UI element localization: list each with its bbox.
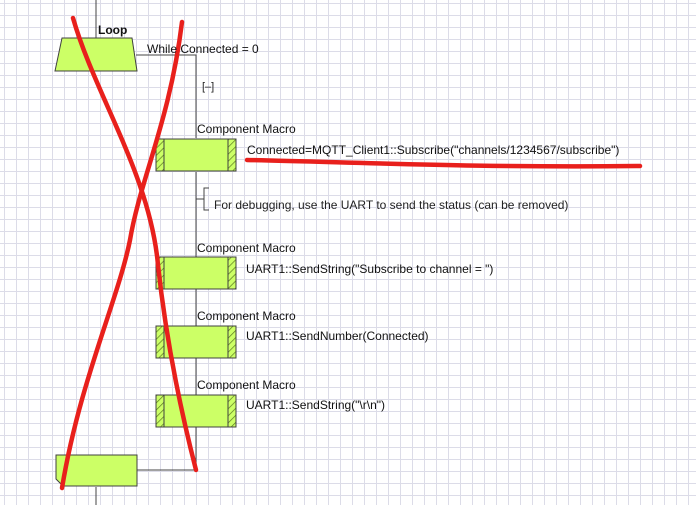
loop-end-icon[interactable] [55,454,138,487]
underline-stroke [244,157,643,169]
macro-call-text: Connected=MQTT_Client1::Subscribe("chann… [247,143,620,157]
component-macro-icon-4[interactable] [155,394,237,428]
macro-call-text: UART1::SendNumber(Connected) [246,329,429,343]
cross-out-stroke [70,15,199,473]
macro-type-label: Component Macro [197,241,296,255]
loop-connector [136,54,197,138]
macro-type-label: Component Macro [197,378,296,392]
red-annotations [59,15,643,491]
loop-start-icon[interactable] [54,37,138,72]
loop-condition: While Connected = 0 [147,42,259,56]
macro-call-text: UART1::SendString("\r\n") [246,398,386,412]
cross-out-stroke [59,19,185,491]
macro-type-label: Component Macro [197,309,296,323]
comment-text: For debugging, use the UART to send the … [214,198,569,212]
macro-type-label: Component Macro [197,122,296,136]
collapse-toggle-button[interactable]: [–] [202,81,215,93]
component-macro-icon-1[interactable] [155,138,237,172]
macro-call-text: UART1::SendString("Subscribe to channel … [246,262,494,276]
loop-title: Loop [98,23,128,37]
flow-lines [95,0,209,505]
component-macro-icon-2[interactable] [155,256,237,290]
comment-bracket [203,187,209,211]
